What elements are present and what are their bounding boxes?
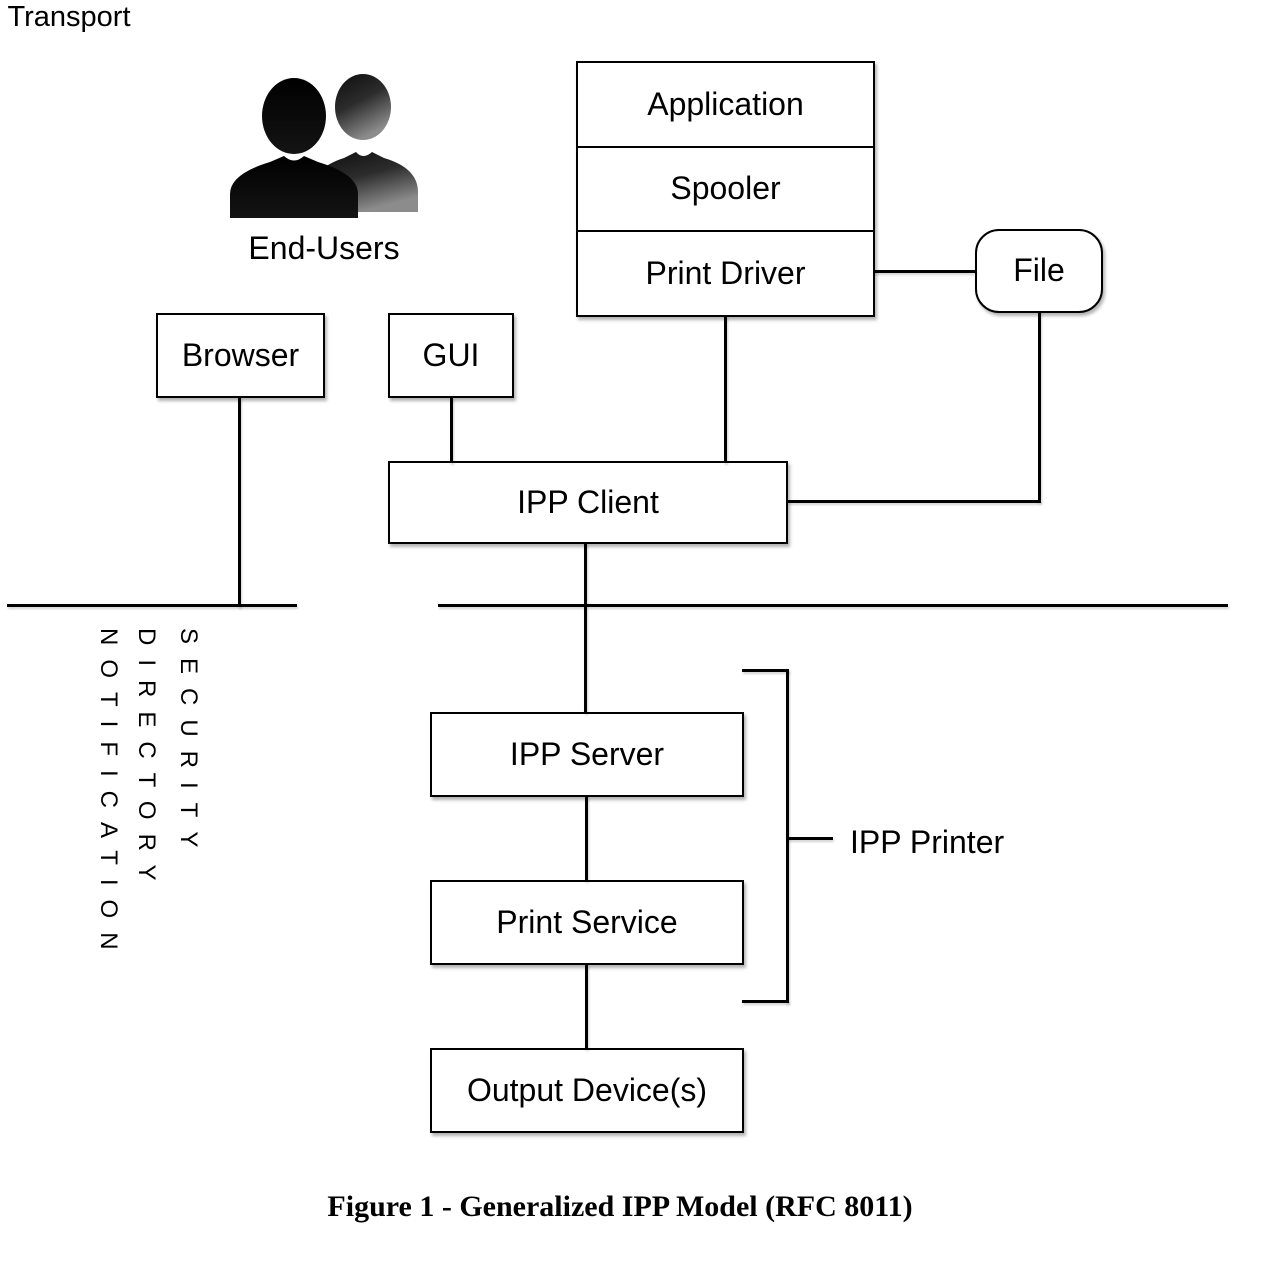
connector-printdriver-ippclient bbox=[724, 316, 727, 463]
transport-label: Transport bbox=[7, 0, 131, 33]
security-vertical-label: SECURITY bbox=[175, 628, 202, 862]
transport-line-left bbox=[7, 604, 297, 607]
print-service-box: Print Service bbox=[430, 880, 744, 965]
file-box: File bbox=[975, 229, 1103, 313]
ipp-printer-bracket bbox=[786, 669, 789, 1003]
connector-file-ippclient bbox=[787, 500, 1041, 503]
figure-caption: Figure 1 - Generalized IPP Model (RFC 80… bbox=[327, 1190, 913, 1223]
ipp-printer-bracket-top-tick bbox=[742, 669, 789, 672]
ipp-printer-bracket-mid-tick bbox=[787, 837, 833, 840]
connector-gui-ippclient bbox=[450, 397, 453, 463]
connector-ippclient-ippserver bbox=[584, 543, 587, 713]
gui-box: GUI bbox=[388, 313, 514, 398]
spooler-box: Spooler bbox=[578, 145, 873, 231]
ipp-client-box: IPP Client bbox=[388, 461, 788, 544]
browser-box: Browser bbox=[156, 313, 325, 398]
transport-line-right bbox=[438, 604, 1228, 607]
ipp-printer-label: IPP Printer bbox=[850, 824, 1005, 860]
connector-browser-transport bbox=[238, 397, 241, 607]
connector-ippserver-printservice bbox=[585, 796, 588, 881]
connector-printservice-outputdevices bbox=[585, 964, 588, 1049]
directory-vertical-label: DIRECTORY bbox=[133, 628, 160, 895]
print-driver-box: Print Driver bbox=[578, 230, 873, 315]
connector-file-down bbox=[1038, 311, 1041, 502]
client-software-stack: Application Spooler Print Driver bbox=[576, 61, 875, 317]
end-users-icon bbox=[230, 74, 418, 218]
output-devices-box: Output Device(s) bbox=[430, 1048, 744, 1133]
ipp-printer-bracket-bottom-tick bbox=[742, 1000, 789, 1003]
connector-printdriver-file bbox=[873, 270, 976, 273]
ipp-server-box: IPP Server bbox=[430, 712, 744, 797]
end-users-label: End-Users bbox=[248, 230, 400, 266]
notification-vertical-label: NOTIFICATION bbox=[95, 628, 122, 964]
application-box: Application bbox=[647, 85, 804, 122]
